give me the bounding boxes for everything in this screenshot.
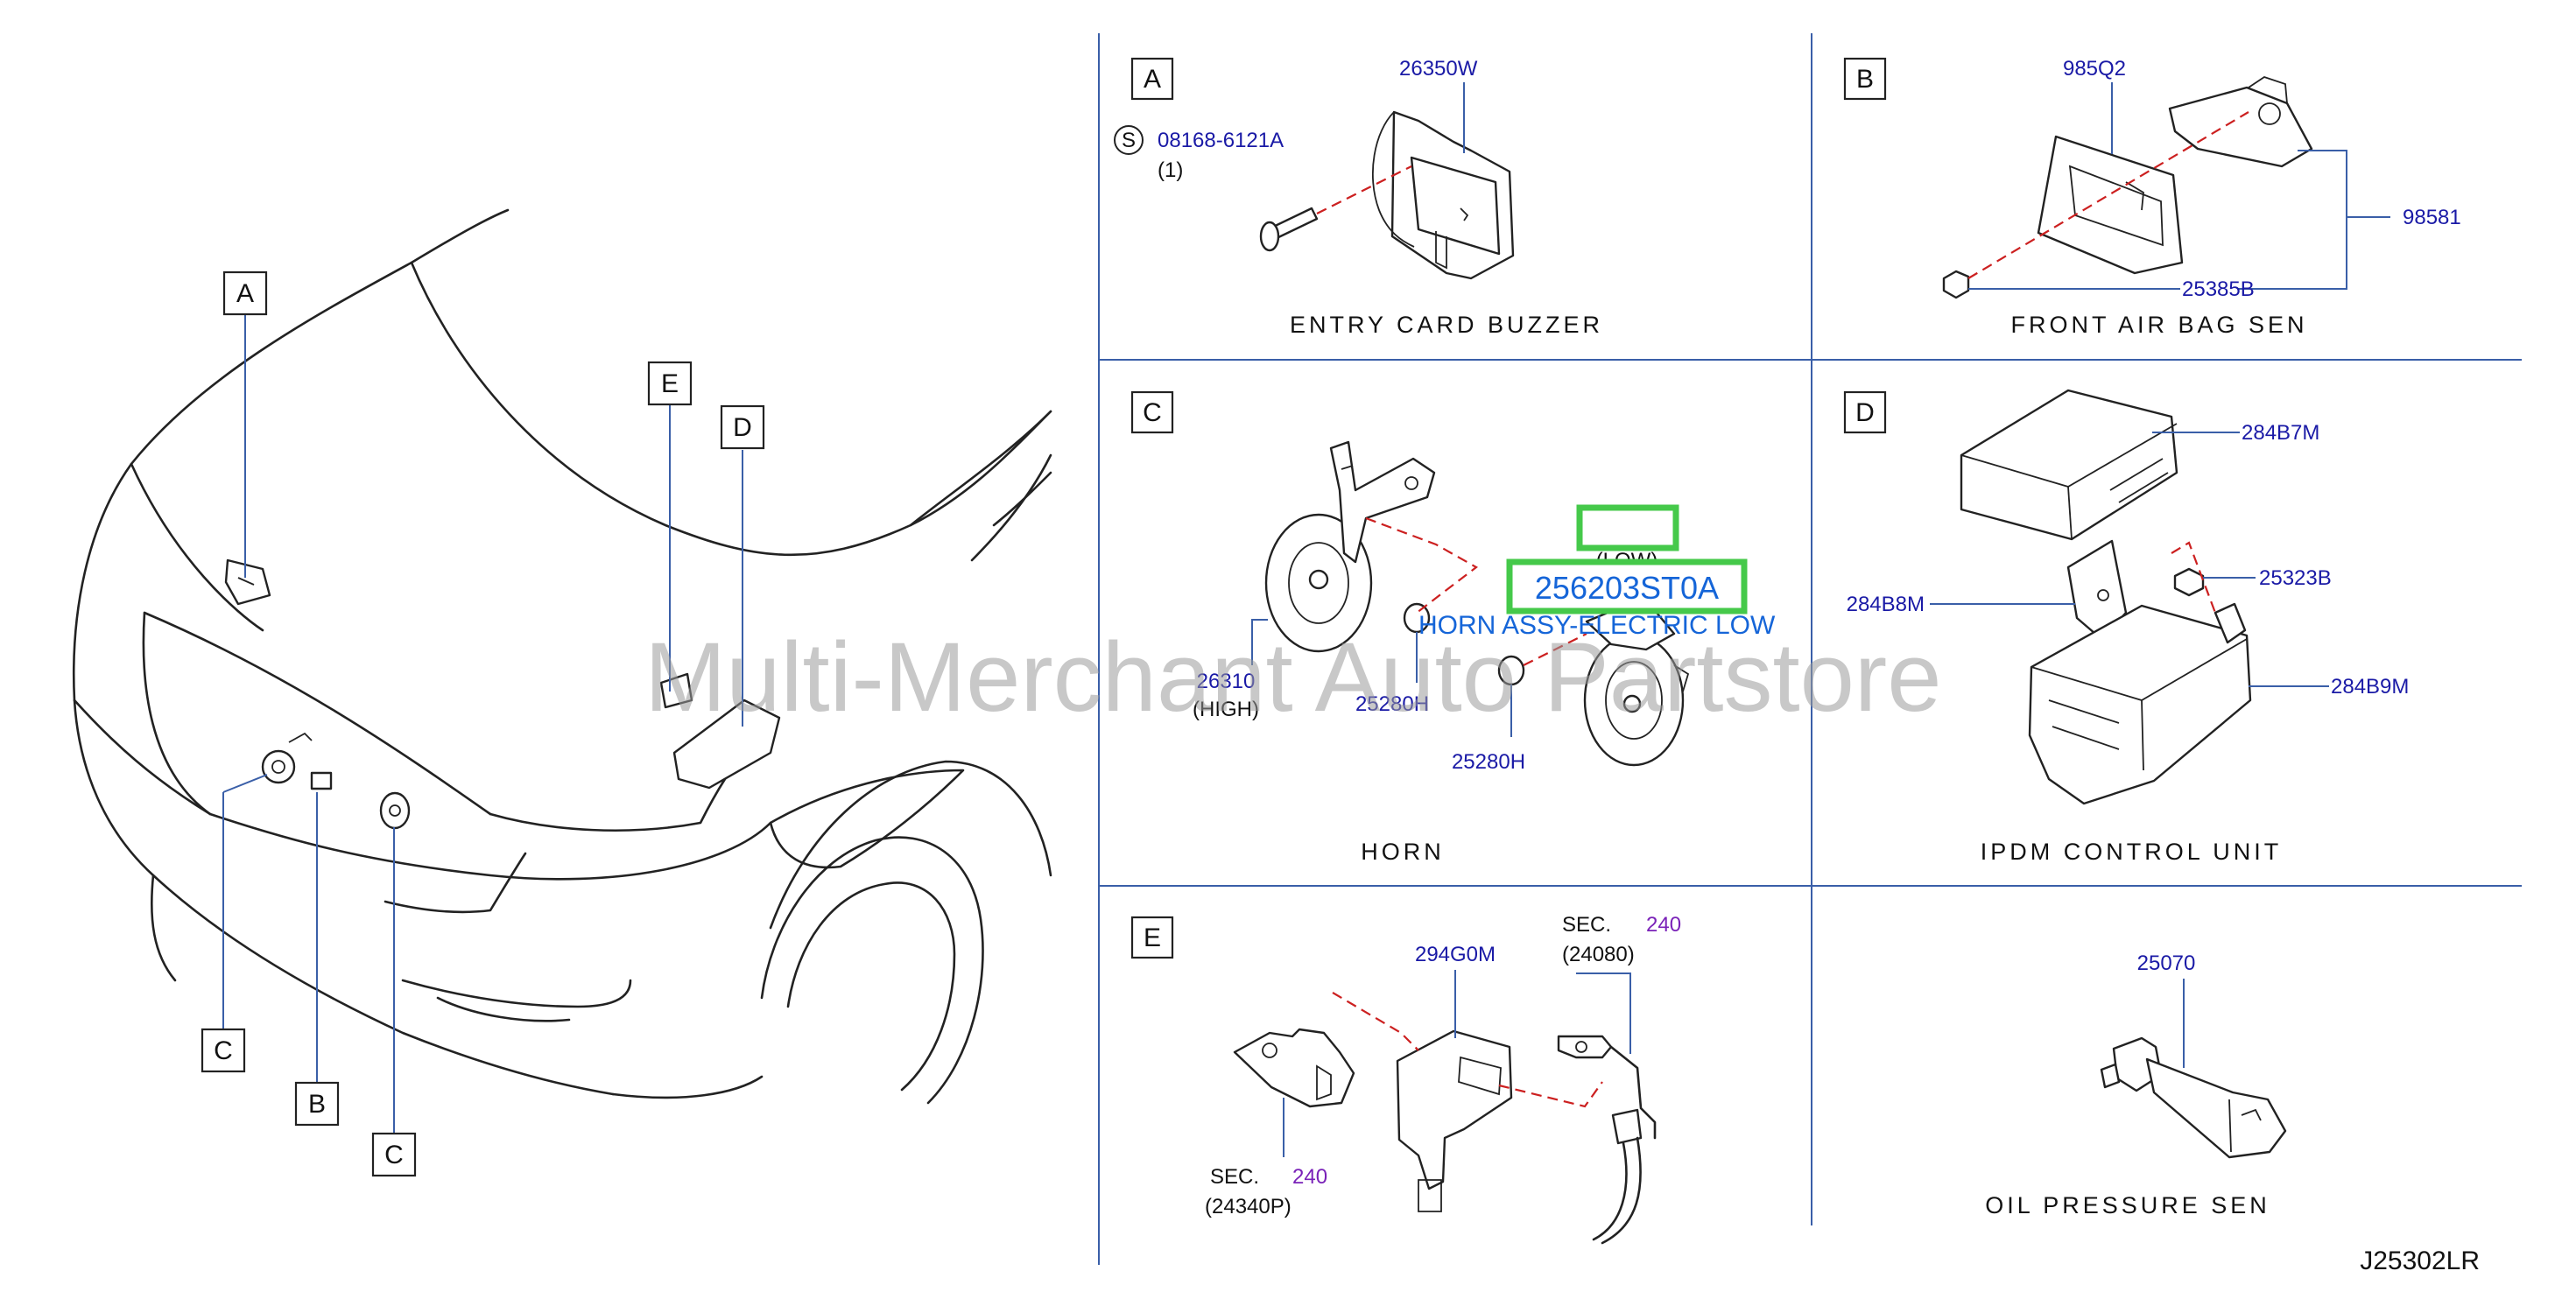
- battery-clamp-drawing: [1233, 1028, 1355, 1108]
- vehicle-overview: A E D C B C: [72, 208, 1052, 1177]
- part-26310[interactable]: 26310 (HIGH): [1193, 619, 1268, 721]
- section-e: E 294G0M SEC. 240 (24080): [1130, 913, 1681, 1245]
- svg-text:98581: 98581: [2403, 206, 2461, 229]
- section-e-label: E: [1130, 916, 1174, 959]
- svg-text:08168-6121A: 08168-6121A: [1158, 129, 1284, 152]
- section-a-label: A: [1130, 57, 1174, 101]
- svg-text:S: S: [1122, 129, 1136, 152]
- overview-callout-e[interactable]: E: [647, 361, 693, 406]
- diagram-code: J25302LR: [2360, 1246, 2480, 1275]
- ipdm-nut-drawing: [2173, 567, 2205, 597]
- section-a-caption: ENTRY CARD BUZZER: [1290, 312, 1603, 338]
- highlight-256203st0a[interactable]: 256203ST0A: [1506, 558, 1748, 614]
- sec-240-24080[interactable]: SEC. 240 (24080): [1562, 913, 1681, 1054]
- entry-card-buzzer-drawing: [1371, 110, 1515, 280]
- svg-text:D: D: [733, 413, 752, 442]
- svg-text:25323B: 25323B: [2259, 566, 2332, 590]
- part-284b7m[interactable]: 284B7M: [2152, 421, 2319, 445]
- horn-high-drawing: [1264, 440, 1436, 653]
- svg-text:(24340P): (24340P): [1205, 1195, 1292, 1218]
- svg-text:E: E: [1144, 923, 1161, 952]
- screw-drawing: [1259, 207, 1319, 252]
- ground-cable-drawing: [1557, 1035, 1657, 1245]
- part-25070[interactable]: 25070: [2137, 951, 2196, 1068]
- section-d-label: D: [1843, 390, 1887, 434]
- svg-text:B: B: [1856, 65, 1874, 94]
- svg-text:284B8M: 284B8M: [1847, 593, 1925, 616]
- overview-callout-a[interactable]: A: [222, 270, 268, 316]
- overview-callout-b[interactable]: B: [294, 1081, 340, 1127]
- highlight-part-number: 256203ST0A: [1535, 570, 1719, 606]
- overview-callout-c-left[interactable]: C: [201, 1028, 246, 1073]
- sec-240-24340p[interactable]: SEC. 240 (24340P): [1205, 1098, 1327, 1218]
- overview-buzzer: [224, 558, 271, 606]
- svg-text:C: C: [1143, 398, 1162, 427]
- svg-text:284B7M: 284B7M: [2242, 421, 2319, 445]
- section-a: A 26350W S 08168-6121A (1) ENTRY CARD BU…: [1114, 57, 1603, 338]
- overview-horn-left: [261, 732, 313, 784]
- svg-text:(HIGH): (HIGH): [1193, 698, 1259, 721]
- part-25385b[interactable]: 25385B: [1968, 277, 2255, 301]
- current-sensor-drawing: [1396, 1029, 1513, 1212]
- nut-drawing: [1942, 270, 1970, 299]
- svg-text:985Q2: 985Q2: [2063, 57, 2126, 81]
- section-b-caption: FRONT AIR BAG SEN: [2010, 312, 2307, 338]
- svg-text:B: B: [308, 1090, 326, 1119]
- svg-text:26350W: 26350W: [1399, 57, 1478, 81]
- svg-text:SEC.: SEC.: [1562, 913, 1611, 937]
- section-d-caption: IPDM CONTROL UNIT: [1981, 839, 2283, 865]
- svg-text:240: 240: [1646, 913, 1681, 937]
- svg-text:SEC.: SEC.: [1210, 1165, 1259, 1189]
- section-d: D 284B7M 284B8M: [1843, 389, 2409, 865]
- svg-text:A: A: [236, 279, 254, 308]
- part-08168-6121a[interactable]: S 08168-6121A (1): [1114, 125, 1284, 182]
- svg-text:25280H: 25280H: [1355, 692, 1429, 716]
- part-25323b[interactable]: 25323B: [2203, 566, 2332, 590]
- svg-text:25280H: 25280H: [1452, 750, 1525, 774]
- svg-text:E: E: [661, 369, 679, 398]
- section-c-caption: HORN: [1361, 839, 1445, 865]
- part-284b9m[interactable]: 284B9M: [2249, 675, 2409, 699]
- part-26350w[interactable]: 26350W: [1399, 57, 1478, 153]
- svg-text:25385B: 25385B: [2182, 277, 2255, 301]
- svg-text:284B9M: 284B9M: [2331, 675, 2409, 699]
- section-b-label: B: [1843, 57, 1887, 101]
- overview-callout-c-right[interactable]: C: [371, 1132, 417, 1177]
- airbag-sensor-drawing: [2168, 76, 2313, 168]
- svg-text:240: 240: [1292, 1165, 1327, 1189]
- part-294g0m[interactable]: 294G0M: [1415, 943, 1496, 1038]
- svg-text:294G0M: 294G0M: [1415, 943, 1496, 966]
- section-b: B 985Q2 98581 25385B FRONT AI: [1843, 57, 2461, 338]
- airbag-bracket-drawing: [2037, 135, 2184, 275]
- section-c-label: C: [1130, 390, 1174, 434]
- section-grid: [1098, 33, 2522, 1265]
- overview-ipdm: [659, 672, 781, 790]
- svg-text:25070: 25070: [2137, 951, 2196, 975]
- section-oil-pressure-caption: OIL PRESSURE SEN: [1985, 1192, 2270, 1218]
- watermark: Multi-Merchant Auto Partstore: [644, 622, 1941, 732]
- part-985q2[interactable]: 985Q2: [2063, 57, 2126, 154]
- overview-airbag-sensor: [310, 771, 333, 790]
- ipdm-unit-drawing: [1960, 389, 2178, 541]
- part-98581[interactable]: 98581: [2238, 150, 2461, 290]
- oil-pressure-sensor-drawing: [2100, 1036, 2287, 1159]
- highlight-description: HORN ASSY-ELECTRIC LOW: [1418, 611, 1776, 640]
- highlight-26330[interactable]: [1576, 504, 1679, 551]
- svg-text:C: C: [384, 1141, 404, 1169]
- svg-text:D: D: [1855, 398, 1875, 427]
- svg-text:(24080): (24080): [1562, 943, 1635, 966]
- svg-text:C: C: [214, 1036, 233, 1065]
- part-25280h-1[interactable]: 25280H: [1355, 632, 1429, 716]
- ipdm-box-drawing: [2028, 602, 2252, 805]
- overview-callout-d[interactable]: D: [720, 404, 765, 450]
- svg-text:26310: 26310: [1197, 670, 1256, 693]
- part-25280h-2[interactable]: 25280H: [1452, 685, 1525, 774]
- section-oil-pressure: 25070 OIL PRESSURE SEN: [1985, 951, 2287, 1218]
- svg-text:A: A: [1144, 65, 1161, 94]
- svg-text:(1): (1): [1158, 158, 1183, 182]
- part-284b8m[interactable]: 284B8M: [1847, 593, 2075, 616]
- overview-horn-right: [379, 791, 411, 830]
